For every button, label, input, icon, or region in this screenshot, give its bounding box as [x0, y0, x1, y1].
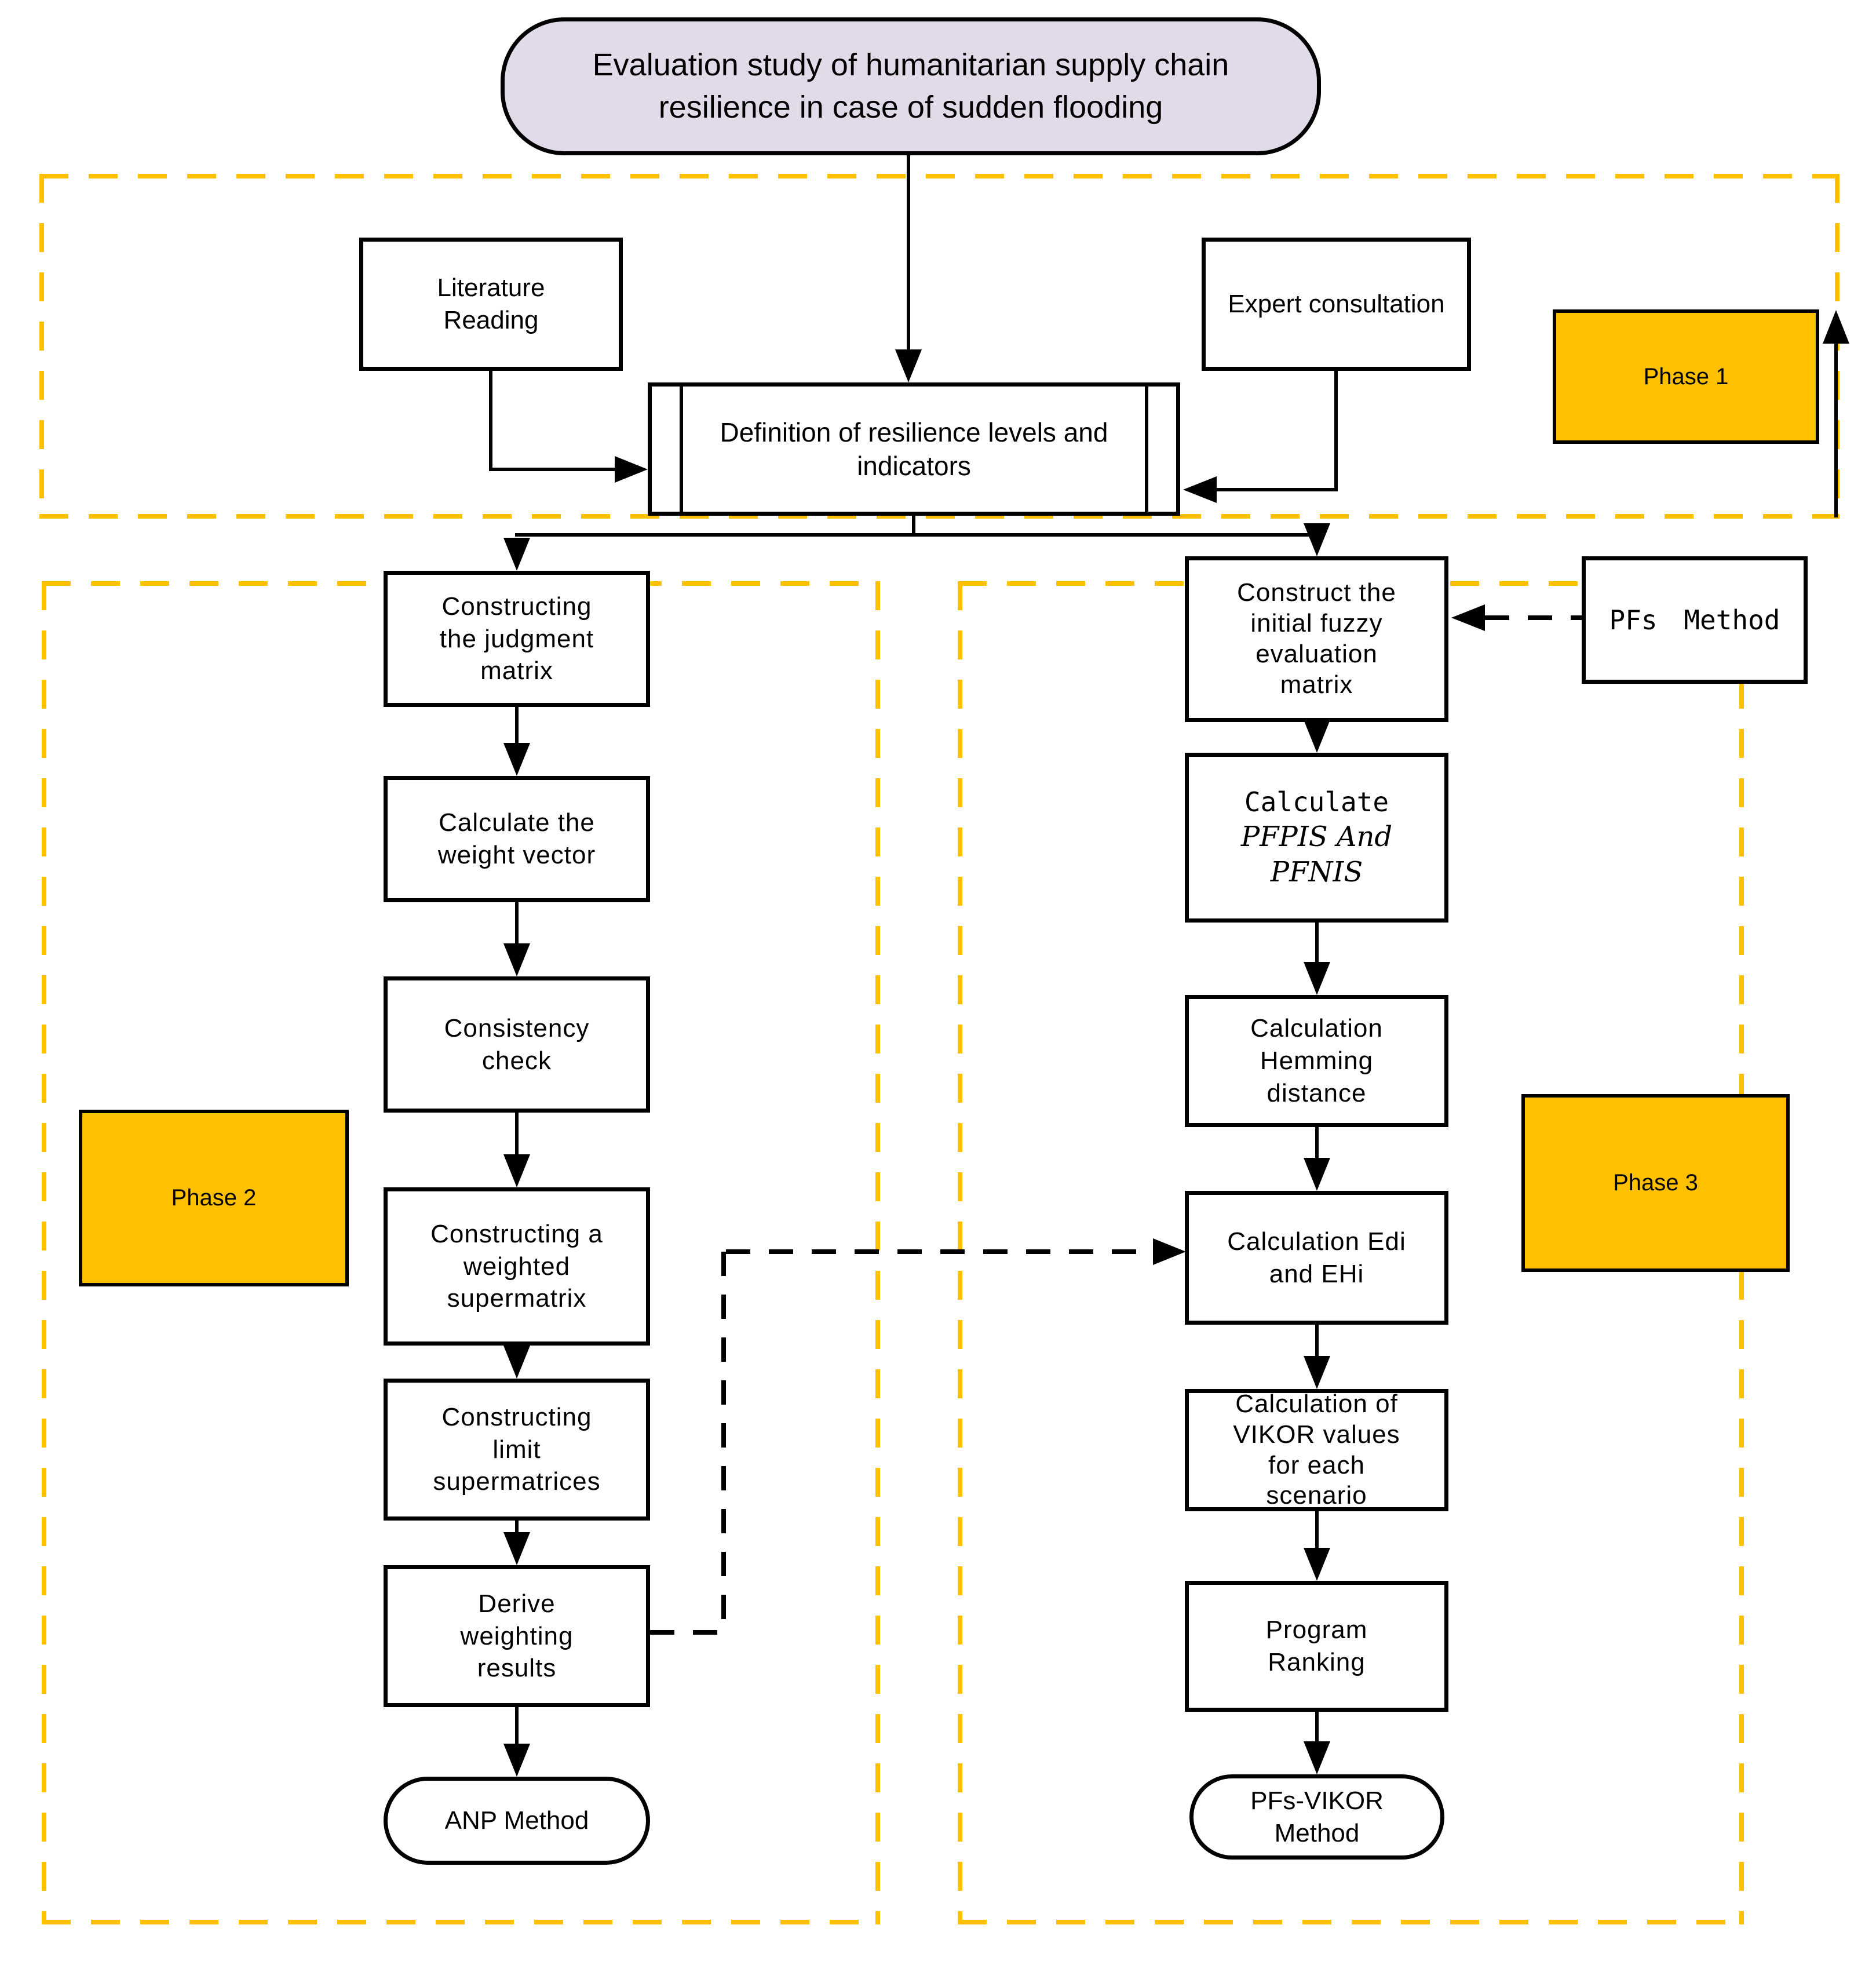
step-label: Calculation of VIKOR values for each sce… — [1233, 1389, 1400, 1510]
step-construct-initial-fuzzy-matrix: Construct the initial fuzzy evaluation m… — [1185, 556, 1448, 722]
phase2-region-border-bottom — [42, 1920, 880, 1924]
phase1-region-border-bottom — [39, 514, 1839, 519]
step-label: Constructing a weighted supermatrix — [430, 1219, 603, 1313]
connector-junction-run — [515, 533, 1322, 537]
pfs-vikor-method-node: PFs-VIKOR Method — [1189, 1774, 1444, 1860]
step-calculation-hemming-distance: Calculation Hemming distance — [1185, 995, 1448, 1127]
step-calculation-edi-ehi: Calculation Edi and EHi — [1185, 1191, 1448, 1325]
arrowhead-into-edi-icon — [1153, 1238, 1186, 1265]
connector-literature-run — [489, 468, 616, 471]
arrowhead-r1-icon — [1304, 720, 1330, 753]
definition-label: Definition of resilience levels and indi… — [720, 417, 1108, 481]
connector-derive-to-edi-dashed-h2 — [726, 1249, 1154, 1254]
calculate-emphasis: PFPIS And PFNIS — [1240, 820, 1393, 888]
step-label: Calculation Hemming distance — [1250, 1014, 1383, 1107]
connector-l3 — [515, 1113, 519, 1157]
connector-l1 — [515, 707, 519, 745]
calculate-prefix: Calculate — [1244, 786, 1389, 818]
step-label: Calculate the weight vector — [437, 808, 596, 869]
step-label: Derive weighting results — [460, 1589, 574, 1683]
pfs-method-box: PFs Method — [1582, 556, 1808, 684]
phase3-label-box: Phase 3 — [1521, 1094, 1790, 1272]
definition-inner-bar-right — [1145, 387, 1148, 512]
phase3-region-border-bottom — [958, 1920, 1744, 1924]
arrowhead-l5-icon — [503, 1532, 530, 1565]
definition-inner-bar-left — [680, 387, 683, 512]
phase2-region-border-left — [42, 581, 46, 1924]
connector-expert-drop — [1334, 371, 1338, 491]
connector-derive-to-edi-dashed-v — [721, 1252, 726, 1635]
arrowhead-feedback-up-icon — [1823, 310, 1849, 344]
step-label: Constructing the judgment matrix — [439, 592, 594, 686]
connector-r3 — [1315, 1127, 1319, 1160]
connector-r2 — [1315, 923, 1319, 964]
step-consistency-check: Consistency check — [384, 976, 650, 1113]
arrowhead-into-definition-icon — [895, 349, 922, 382]
phase1-region-border-top — [39, 174, 1839, 178]
arrowhead-into-judgment-matrix-icon — [503, 538, 530, 571]
step-label: Consistency check — [444, 1014, 590, 1075]
phase2-label: Phase 2 — [171, 1185, 257, 1211]
step-constructing-judgment-matrix: Constructing the judgment matrix — [384, 571, 650, 707]
anp-method-label: ANP Method — [444, 1806, 589, 1835]
connector-definition-drop — [912, 516, 915, 537]
literature-reading-label: Literature Reading — [437, 274, 545, 334]
arrowhead-r3-icon — [1304, 1158, 1330, 1191]
arrowhead-into-fuzzy-matrix-icon — [1451, 604, 1485, 631]
step-label: Calculation Edi and EHi — [1227, 1227, 1406, 1288]
title-node: Evaluation study of humanitarian supply … — [501, 17, 1321, 155]
connector-r4 — [1315, 1325, 1319, 1358]
step-label: Construct the initial fuzzy evaluation m… — [1237, 578, 1396, 699]
literature-reading-box: Literature Reading — [359, 238, 623, 371]
arrowhead-r6-icon — [1304, 1741, 1330, 1774]
arrowhead-l6-icon — [503, 1744, 530, 1777]
expert-consultation-label: Expert consultation — [1228, 290, 1445, 319]
arrowhead-r5-icon — [1304, 1548, 1330, 1581]
step-constructing-limit-supermatrices: Constructing limit supermatrices — [384, 1379, 650, 1521]
arrowhead-l3-icon — [503, 1154, 530, 1187]
step-derive-weighting-results: Derive weighting results — [384, 1565, 650, 1707]
arrowhead-r4-icon — [1304, 1356, 1330, 1389]
phase1-region-border-left — [39, 174, 44, 519]
step-label-group: Calculate PFPIS And PFNIS — [1210, 785, 1424, 889]
phase1-label-box: Phase 1 — [1553, 309, 1819, 444]
connector-r6 — [1315, 1712, 1319, 1744]
connector-feedback-up — [1834, 342, 1838, 517]
phase2-label-box: Phase 2 — [79, 1110, 349, 1286]
connector-derive-to-edi-dashed-h1 — [650, 1630, 726, 1635]
connector-literature-drop — [489, 371, 492, 471]
step-calculate-weight-vector: Calculate the weight vector — [384, 776, 650, 902]
phase3-label: Phase 3 — [1613, 1170, 1698, 1196]
step-calculate-pfpis-pfnis: Calculate PFPIS And PFNIS — [1185, 753, 1448, 923]
step-label: Constructing limit supermatrices — [433, 1402, 601, 1496]
connector-l6 — [515, 1707, 519, 1746]
phase1-label: Phase 1 — [1643, 363, 1729, 389]
connector-l2 — [515, 902, 519, 946]
arrowhead-expert-into-definition-icon — [1183, 476, 1217, 503]
step-constructing-weighted-supermatrix: Constructing a weighted supermatrix — [384, 1187, 650, 1346]
step-program-ranking: Program Ranking — [1185, 1581, 1448, 1712]
step-calculation-vikor-values: Calculation of VIKOR values for each sce… — [1185, 1389, 1448, 1511]
arrowhead-l4-icon — [503, 1346, 530, 1379]
arrowhead-l1-icon — [503, 743, 530, 776]
arrowhead-into-fuzzy-top-icon — [1304, 523, 1330, 556]
pfs-vikor-method-label: PFs-VIKOR Method — [1250, 1786, 1384, 1847]
arrowhead-literature-into-definition-icon — [615, 456, 648, 483]
arrowhead-r2-icon — [1304, 962, 1330, 995]
expert-consultation-box: Expert consultation — [1202, 238, 1471, 371]
anp-method-node: ANP Method — [384, 1777, 650, 1865]
arrowhead-l2-icon — [503, 943, 530, 976]
title-text: Evaluation study of humanitarian supply … — [592, 48, 1229, 125]
connector-expert-run — [1217, 488, 1338, 491]
connector-title-definition — [907, 155, 910, 352]
connector-r5 — [1315, 1511, 1319, 1550]
connector-l5 — [515, 1521, 519, 1534]
step-label: Program Ranking — [1265, 1616, 1368, 1676]
connector-pfs-method-dashed — [1485, 615, 1582, 620]
definition-box: Definition of resilience levels and indi… — [648, 382, 1180, 516]
pfs-method-label: PFs Method — [1609, 604, 1780, 636]
